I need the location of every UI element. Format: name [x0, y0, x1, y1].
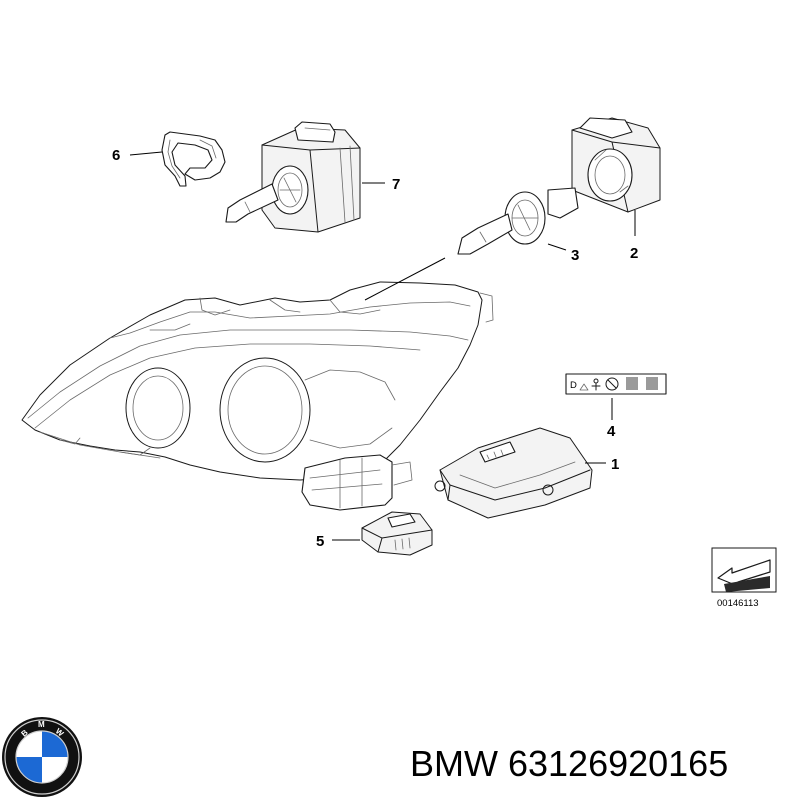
warning-label-part-4: D — [565, 373, 667, 395]
callout-6: 6 — [112, 147, 120, 164]
xenon-bulb-part-3-drawing — [457, 187, 579, 255]
callout-7: 7 — [392, 176, 400, 193]
callout-3: 3 — [571, 247, 579, 264]
callout-5: 5 — [316, 533, 324, 550]
bulb-igniter-part-7-drawing — [225, 121, 361, 233]
brand-part-number-caption: BMW 63126920165 — [410, 743, 728, 784]
logo-letter-w: W — [54, 727, 66, 739]
igniter-module-part-2-drawing — [571, 117, 661, 213]
logo-letter-b: B — [20, 728, 30, 739]
clip-part-6-drawing — [161, 131, 226, 187]
control-unit-part-1-drawing — [434, 427, 593, 519]
bulb-to-headlight-leader — [364, 257, 446, 301]
bmw-logo: B M W — [2, 717, 82, 797]
headlight-assembly-drawing — [21, 281, 494, 511]
logo-letter-m: M — [38, 720, 45, 729]
callout-1: 1 — [611, 456, 619, 473]
reference-code: 00146113 — [717, 598, 759, 609]
callout-4: 4 — [607, 423, 616, 440]
label-sticker-text: D — [570, 380, 577, 391]
orientation-arrow-box — [711, 547, 777, 593]
ballast-part-5-drawing — [361, 511, 433, 556]
callout-2: 2 — [630, 245, 638, 262]
